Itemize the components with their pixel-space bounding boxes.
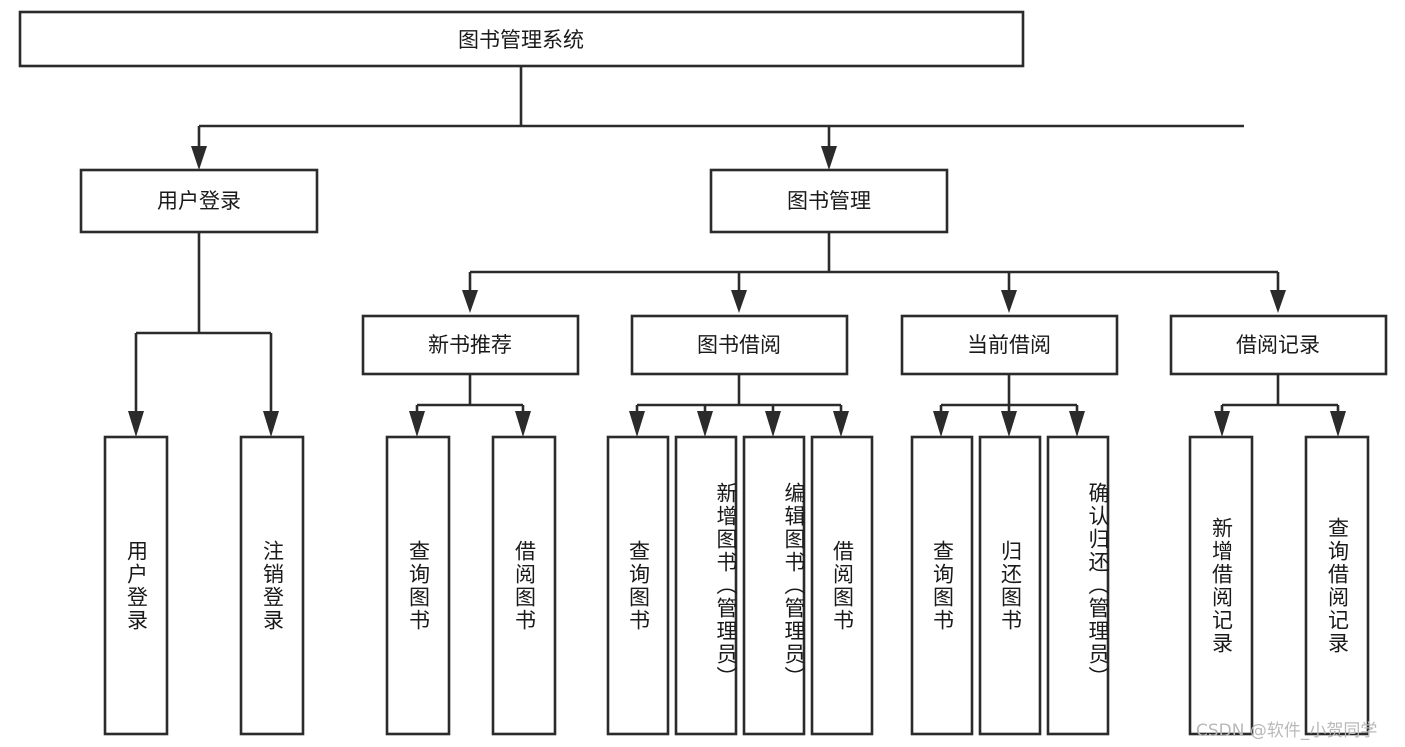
current-borrow-box-rect — [900, 314, 1119, 376]
connector-new-book-to-leaves — [409, 374, 531, 437]
leaf-box-edit-book[interactable] — [742, 435, 806, 736]
leaf-box-query-book-3[interactable] — [910, 435, 974, 736]
connector-book-borrow-to-leaves — [629, 374, 849, 437]
node-user-login[interactable]: 用户登录 — [79, 168, 319, 234]
node-book-manage[interactable]: 图书管理 — [709, 168, 949, 234]
borrow-record-box-label: 借阅记录 — [1236, 333, 1320, 357]
node-root[interactable]: 图书管理系统 — [18, 10, 1025, 68]
node-new-book-recommend[interactable]: 新书推荐 — [361, 314, 580, 376]
node-borrow-record[interactable]: 借阅记录 — [1169, 314, 1388, 376]
arrow-to-leaf-query-record — [1330, 411, 1346, 437]
user-login-box-label: 用户登录 — [157, 189, 241, 213]
new-book-recommend-box-rect — [361, 314, 580, 376]
leaf-box-query-book-2[interactable] — [606, 435, 670, 736]
current-borrow-box-label: 当前借阅 — [967, 333, 1051, 357]
connector-book-manage-to-level3 — [462, 232, 1286, 313]
arrow-to-leaf-query-book-3 — [933, 411, 949, 437]
leaf-box-add-book[interactable] — [674, 435, 738, 736]
leaf-box-query-record[interactable] — [1304, 435, 1370, 736]
new-book-recommend-box-label: 新书推荐 — [428, 333, 512, 357]
arrow-to-leaf-user-login — [128, 411, 144, 437]
leaf-box-query-book-1[interactable] — [385, 435, 451, 736]
arrow-to-leaf-borrow-book-1 — [515, 411, 531, 437]
connector-borrow-record-to-leaves — [1214, 374, 1346, 437]
arrow-to-leaf-borrow-book-2 — [833, 411, 849, 437]
connector-root-to-level2 — [191, 66, 1244, 170]
leaf-box-borrow-book-1[interactable] — [491, 435, 557, 736]
book-manage-box-label: 图书管理 — [787, 189, 871, 213]
arrow-to-leaf-logout — [263, 411, 279, 437]
csdn-watermark: CSDN @软件_小贺同学 — [1196, 721, 1378, 741]
leaf-box-add-record[interactable] — [1188, 435, 1254, 736]
node-book-borrow[interactable]: 图书借阅 — [630, 314, 849, 376]
arrow-to-borrow-record — [1270, 290, 1286, 313]
arrow-to-leaf-edit-book — [765, 411, 781, 437]
arrow-to-book-borrow — [731, 290, 747, 313]
book-borrow-box-label: 图书借阅 — [697, 333, 781, 357]
leaf-box-user-login[interactable] — [103, 435, 169, 736]
connector-user-login-to-leaves — [128, 232, 279, 437]
arrow-to-user-login — [191, 146, 207, 170]
root-box-rect — [18, 10, 1025, 68]
leaf-box-borrow-book-2[interactable] — [810, 435, 874, 736]
connector-current-borrow-to-leaves — [933, 374, 1085, 437]
leaf-box-logout[interactable] — [239, 435, 305, 736]
user-login-box-rect — [79, 168, 319, 234]
arrow-to-leaf-confirm-return — [1069, 411, 1085, 437]
arrow-to-new-book — [462, 290, 478, 313]
node-current-borrow[interactable]: 当前借阅 — [900, 314, 1119, 376]
arrow-to-book-manage — [821, 146, 837, 170]
arrow-to-current-borrow — [1001, 290, 1017, 313]
leaf-box-confirm-return[interactable] — [1046, 435, 1110, 736]
root-box-label: 图书管理系统 — [458, 28, 584, 52]
leaf-box-return-book[interactable] — [978, 435, 1042, 736]
arrow-to-leaf-query-book-1 — [409, 411, 425, 437]
arrow-to-leaf-add-book — [697, 411, 713, 437]
arrow-to-leaf-add-record — [1214, 411, 1230, 437]
arrow-to-leaf-return-book — [1001, 411, 1017, 437]
arrow-to-leaf-query-book-2 — [629, 411, 645, 437]
